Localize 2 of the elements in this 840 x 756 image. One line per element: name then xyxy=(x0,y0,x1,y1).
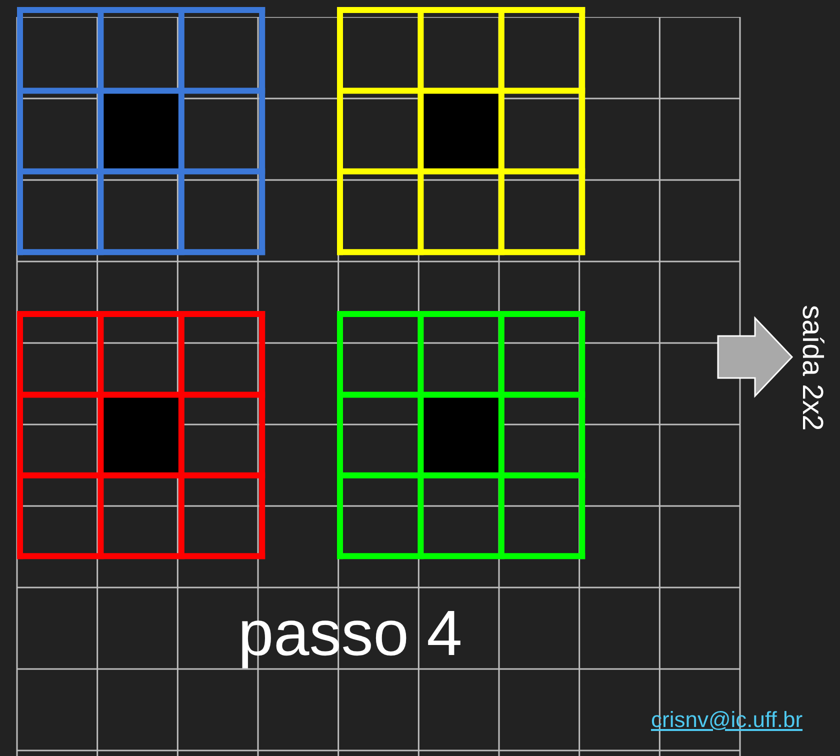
block-arrow xyxy=(717,316,794,398)
output-label: saída 2x2 xyxy=(795,305,828,431)
